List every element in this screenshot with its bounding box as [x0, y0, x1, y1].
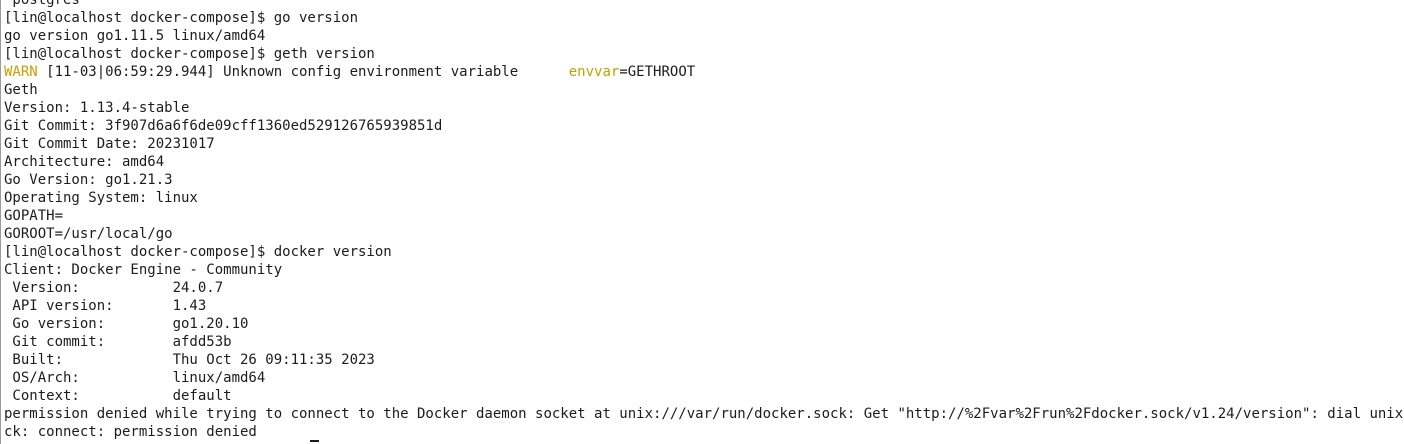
output-line: ck: connect: permission denied [4, 424, 257, 440]
output-line: Geth [4, 82, 38, 98]
output-line: Git commit: afdd53b [4, 334, 232, 350]
output-line: GOPATH= [4, 208, 64, 224]
log-message: [11-03|06:59:29.944] Unknown config envi… [37, 64, 569, 80]
output-line: Context: default [4, 388, 232, 404]
output-line: Built: Thu Oct 26 09:11:35 2023 [4, 352, 375, 368]
output-line: postgres [4, 0, 80, 8]
shell-command-line: [lin@localhost docker-compose]$ docker v… [4, 244, 392, 260]
output-line: Architecture: amd64 [4, 154, 165, 170]
output-line: Operating System: linux [4, 190, 198, 206]
terminal-output: postgres [lin@localhost docker-compose]$ … [4, 0, 1404, 441]
log-value: =GETHROOT [619, 64, 696, 80]
warn-log-line: WARN [11-03|06:59:29.944] Unknown config… [4, 63, 1404, 81]
output-line: Go Version: go1.21.3 [4, 172, 173, 188]
output-line: API version: 1.43 [4, 298, 207, 314]
output-line: OS/Arch: linux/amd64 [4, 370, 266, 386]
text-cursor [310, 440, 319, 442]
output-line: go version go1.11.5 linux/amd64 [4, 28, 266, 44]
output-line: Git Commit: 3f907d6a6f6de09cff1360ed5291… [4, 118, 443, 134]
window-border [0, 0, 1, 444]
shell-command-line: [lin@localhost docker-compose]$ go versi… [4, 10, 359, 26]
log-level: WARN [4, 64, 38, 80]
output-line: Client: Docker Engine - Community [4, 262, 283, 278]
output-line: Go version: go1.20.10 [4, 316, 249, 332]
log-key: envvar [568, 64, 620, 80]
output-line: Version: 1.13.4-stable [4, 100, 190, 116]
output-line: GOROOT=/usr/local/go [4, 226, 173, 242]
output-line: permission denied while trying to connec… [4, 406, 1404, 422]
shell-command-line: [lin@localhost docker-compose]$ geth ver… [4, 46, 375, 62]
output-line: Version: 24.0.7 [4, 280, 224, 296]
output-line: Git Commit Date: 20231017 [4, 136, 215, 152]
